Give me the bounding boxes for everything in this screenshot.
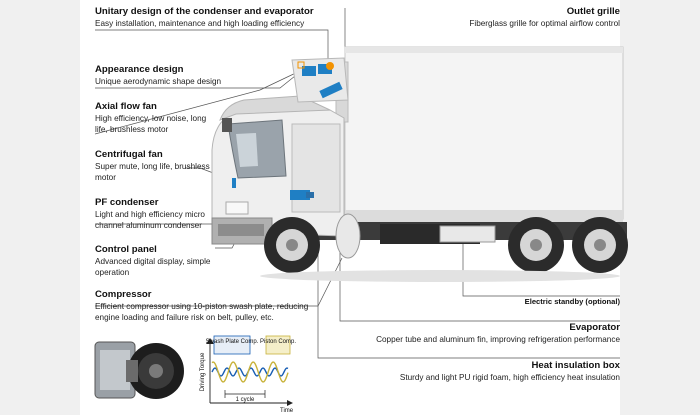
fuel-tank	[335, 213, 361, 259]
right-margin	[620, 0, 700, 415]
chart-xlabel: Time	[280, 408, 294, 414]
feature-title: Outlet grille	[566, 6, 620, 17]
feature-desc: High efficiency, low noise, long life, b…	[95, 114, 207, 134]
torque-chart: Swash Plate Comp. Piston Comp. Driving T…	[200, 335, 296, 414]
feature-title: Unitary design of the condenser and evap…	[95, 6, 314, 17]
feature-heat-insulation-box: Heat insulation box Sturdy and light PU …	[370, 360, 620, 383]
feature-desc: Unique aerodynamic shape design	[95, 77, 222, 86]
feature-desc: Fiberglass grille for optimal airflow co…	[469, 19, 620, 28]
feature-title: PF condenser	[95, 197, 159, 208]
feature-title: Compressor	[95, 289, 152, 300]
legend-piston: Piston Comp.	[260, 339, 296, 345]
compressor-image	[94, 341, 184, 399]
feature-title: Centrifugal fan	[95, 149, 163, 160]
feature-desc: Copper tube and aluminum fin, improving …	[376, 335, 620, 344]
feature-desc: Super mute, long life, brushless motor	[95, 162, 210, 182]
left-margin	[0, 0, 80, 415]
feature-desc: Efficient compressor using 10-piston swa…	[95, 302, 309, 322]
feature-desc: Easy installation, maintenance and high …	[95, 19, 305, 28]
truck-cab	[211, 95, 345, 245]
feature-unitary: Unitary design of the condenser and evap…	[95, 6, 335, 29]
feature-control-panel: Control panel Advanced digital display, …	[95, 244, 217, 278]
cargo-box	[335, 46, 624, 222]
feature-electric-standby: Electric standby (optional)	[440, 296, 620, 308]
feature-desc: Advanced digital display, simple operati…	[95, 257, 211, 277]
chart-ylabel: Driving Torque	[200, 352, 206, 391]
piston-series	[211, 361, 289, 383]
pf-condenser-unit	[290, 190, 314, 200]
feature-outlet-grille: Outlet grille Fiberglass grille for opti…	[400, 6, 620, 29]
feature-axial-fan: Axial flow fan High efficiency, low nois…	[95, 101, 220, 135]
feature-centrifugal-fan: Centrifugal fan Super mute, long life, b…	[95, 149, 220, 183]
feature-evaporator: Evaporator Copper tube and aluminum fin,…	[370, 322, 620, 345]
legend-swash: Swash Plate Comp.	[206, 339, 259, 345]
feature-compressor: Compressor Efficient compressor using 10…	[95, 289, 320, 323]
feature-title: Electric standby (optional)	[524, 297, 620, 306]
feature-title: Appearance design	[95, 64, 184, 75]
feature-title: Control panel	[95, 244, 157, 255]
feature-desc: Sturdy and light PU rigid foam, high eff…	[399, 373, 620, 382]
feature-pf-condenser: PF condenser Light and high efficiency m…	[95, 197, 223, 231]
chart-cycle-label: 1 cycle	[236, 397, 255, 403]
feature-title: Evaporator	[569, 322, 620, 333]
roof-unit	[291, 57, 349, 103]
feature-desc: Light and high efficiency micro channel …	[95, 210, 205, 230]
feature-title: Axial flow fan	[95, 101, 157, 112]
feature-title: Heat insulation box	[531, 360, 621, 371]
wheels	[264, 217, 628, 273]
feature-appearance: Appearance design Unique aerodynamic sha…	[95, 64, 295, 87]
ground-shadow	[260, 270, 620, 282]
